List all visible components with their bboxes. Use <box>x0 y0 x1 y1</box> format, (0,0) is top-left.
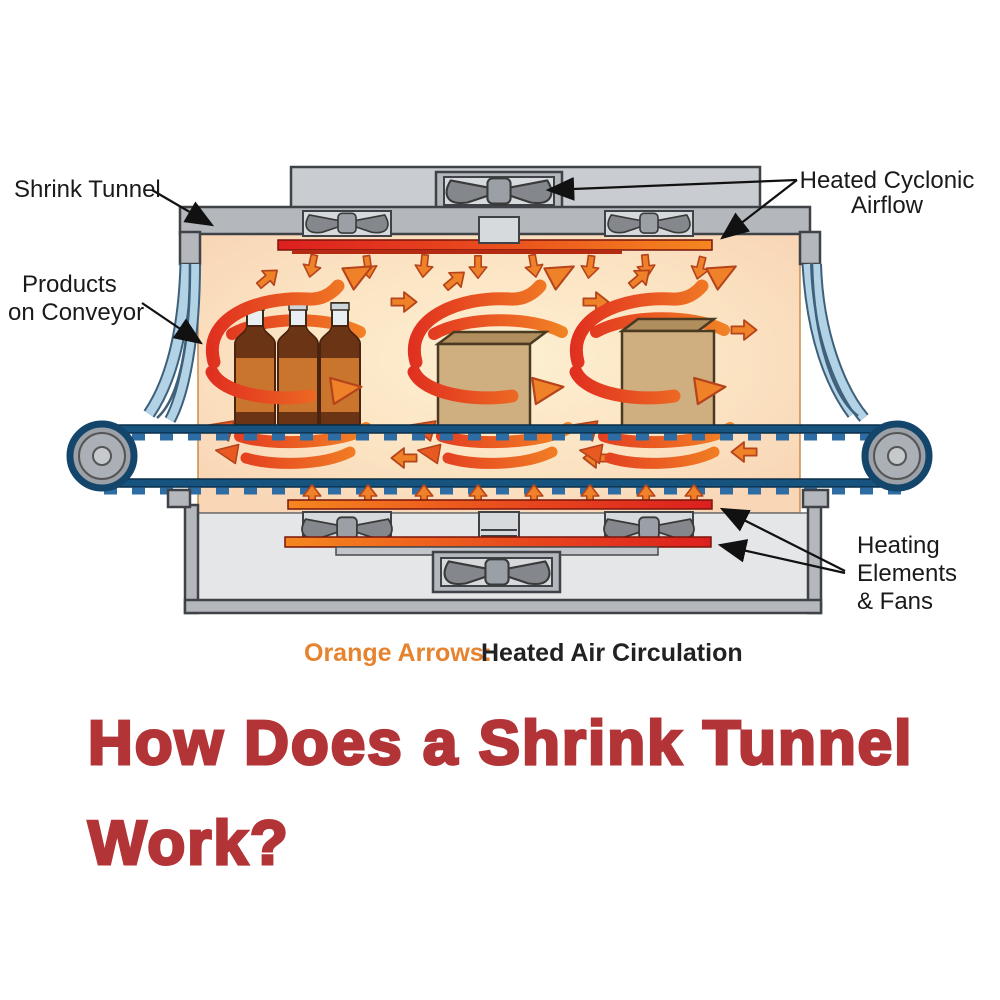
cyclonic-label-line2: Airflow <box>851 192 924 219</box>
page-title: How Does a Shrink Tunnel Work? <box>87 708 913 880</box>
callout-products: Products on Conveyor <box>8 271 203 345</box>
legend-caption: Orange Arrows: Heated Air Circulation <box>304 639 743 667</box>
callout-heating-elements: Heating Elements & Fans <box>717 507 957 615</box>
product-box-1 <box>434 330 550 429</box>
title-line2: Work? <box>88 809 290 878</box>
cyclonic-airflow-spiral-2 <box>428 314 568 340</box>
products-bottles <box>234 302 361 426</box>
bottom-heating-element-upper <box>287 499 713 510</box>
entry-curtain-left <box>143 263 201 423</box>
callout-shrink-tunnel: Shrink Tunnel <box>14 176 215 227</box>
title-line1: How Does a Shrink Tunnel <box>88 709 913 778</box>
caption-prefix: Orange Arrows: <box>304 639 492 667</box>
heating-label-line3: & Fans <box>857 588 933 615</box>
bottom-exhaust-fan-housing <box>431 550 562 594</box>
shrink-tunnel-label: Shrink Tunnel <box>14 176 161 203</box>
product-box-2 <box>618 317 718 429</box>
bottle <box>319 302 361 426</box>
products-label-line2: on Conveyor <box>8 299 144 326</box>
exit-curtain-right <box>801 263 869 422</box>
caption-text: Heated Air Circulation <box>481 639 743 667</box>
conveyor-pulley-right <box>861 420 933 492</box>
cyclonic-label-line1: Heated Cyclonic <box>800 167 975 194</box>
tunnel-top-bar <box>178 205 822 266</box>
callout-cyclonic-airflow: Heated Cyclonic Airflow <box>545 167 975 240</box>
heating-label-line2: Elements <box>857 560 957 587</box>
conveyor-belt <box>66 420 933 495</box>
conveyor-pulley-left <box>66 420 138 492</box>
heating-label-line1: Heating <box>857 532 940 559</box>
products-label-line1: Products <box>22 271 117 298</box>
